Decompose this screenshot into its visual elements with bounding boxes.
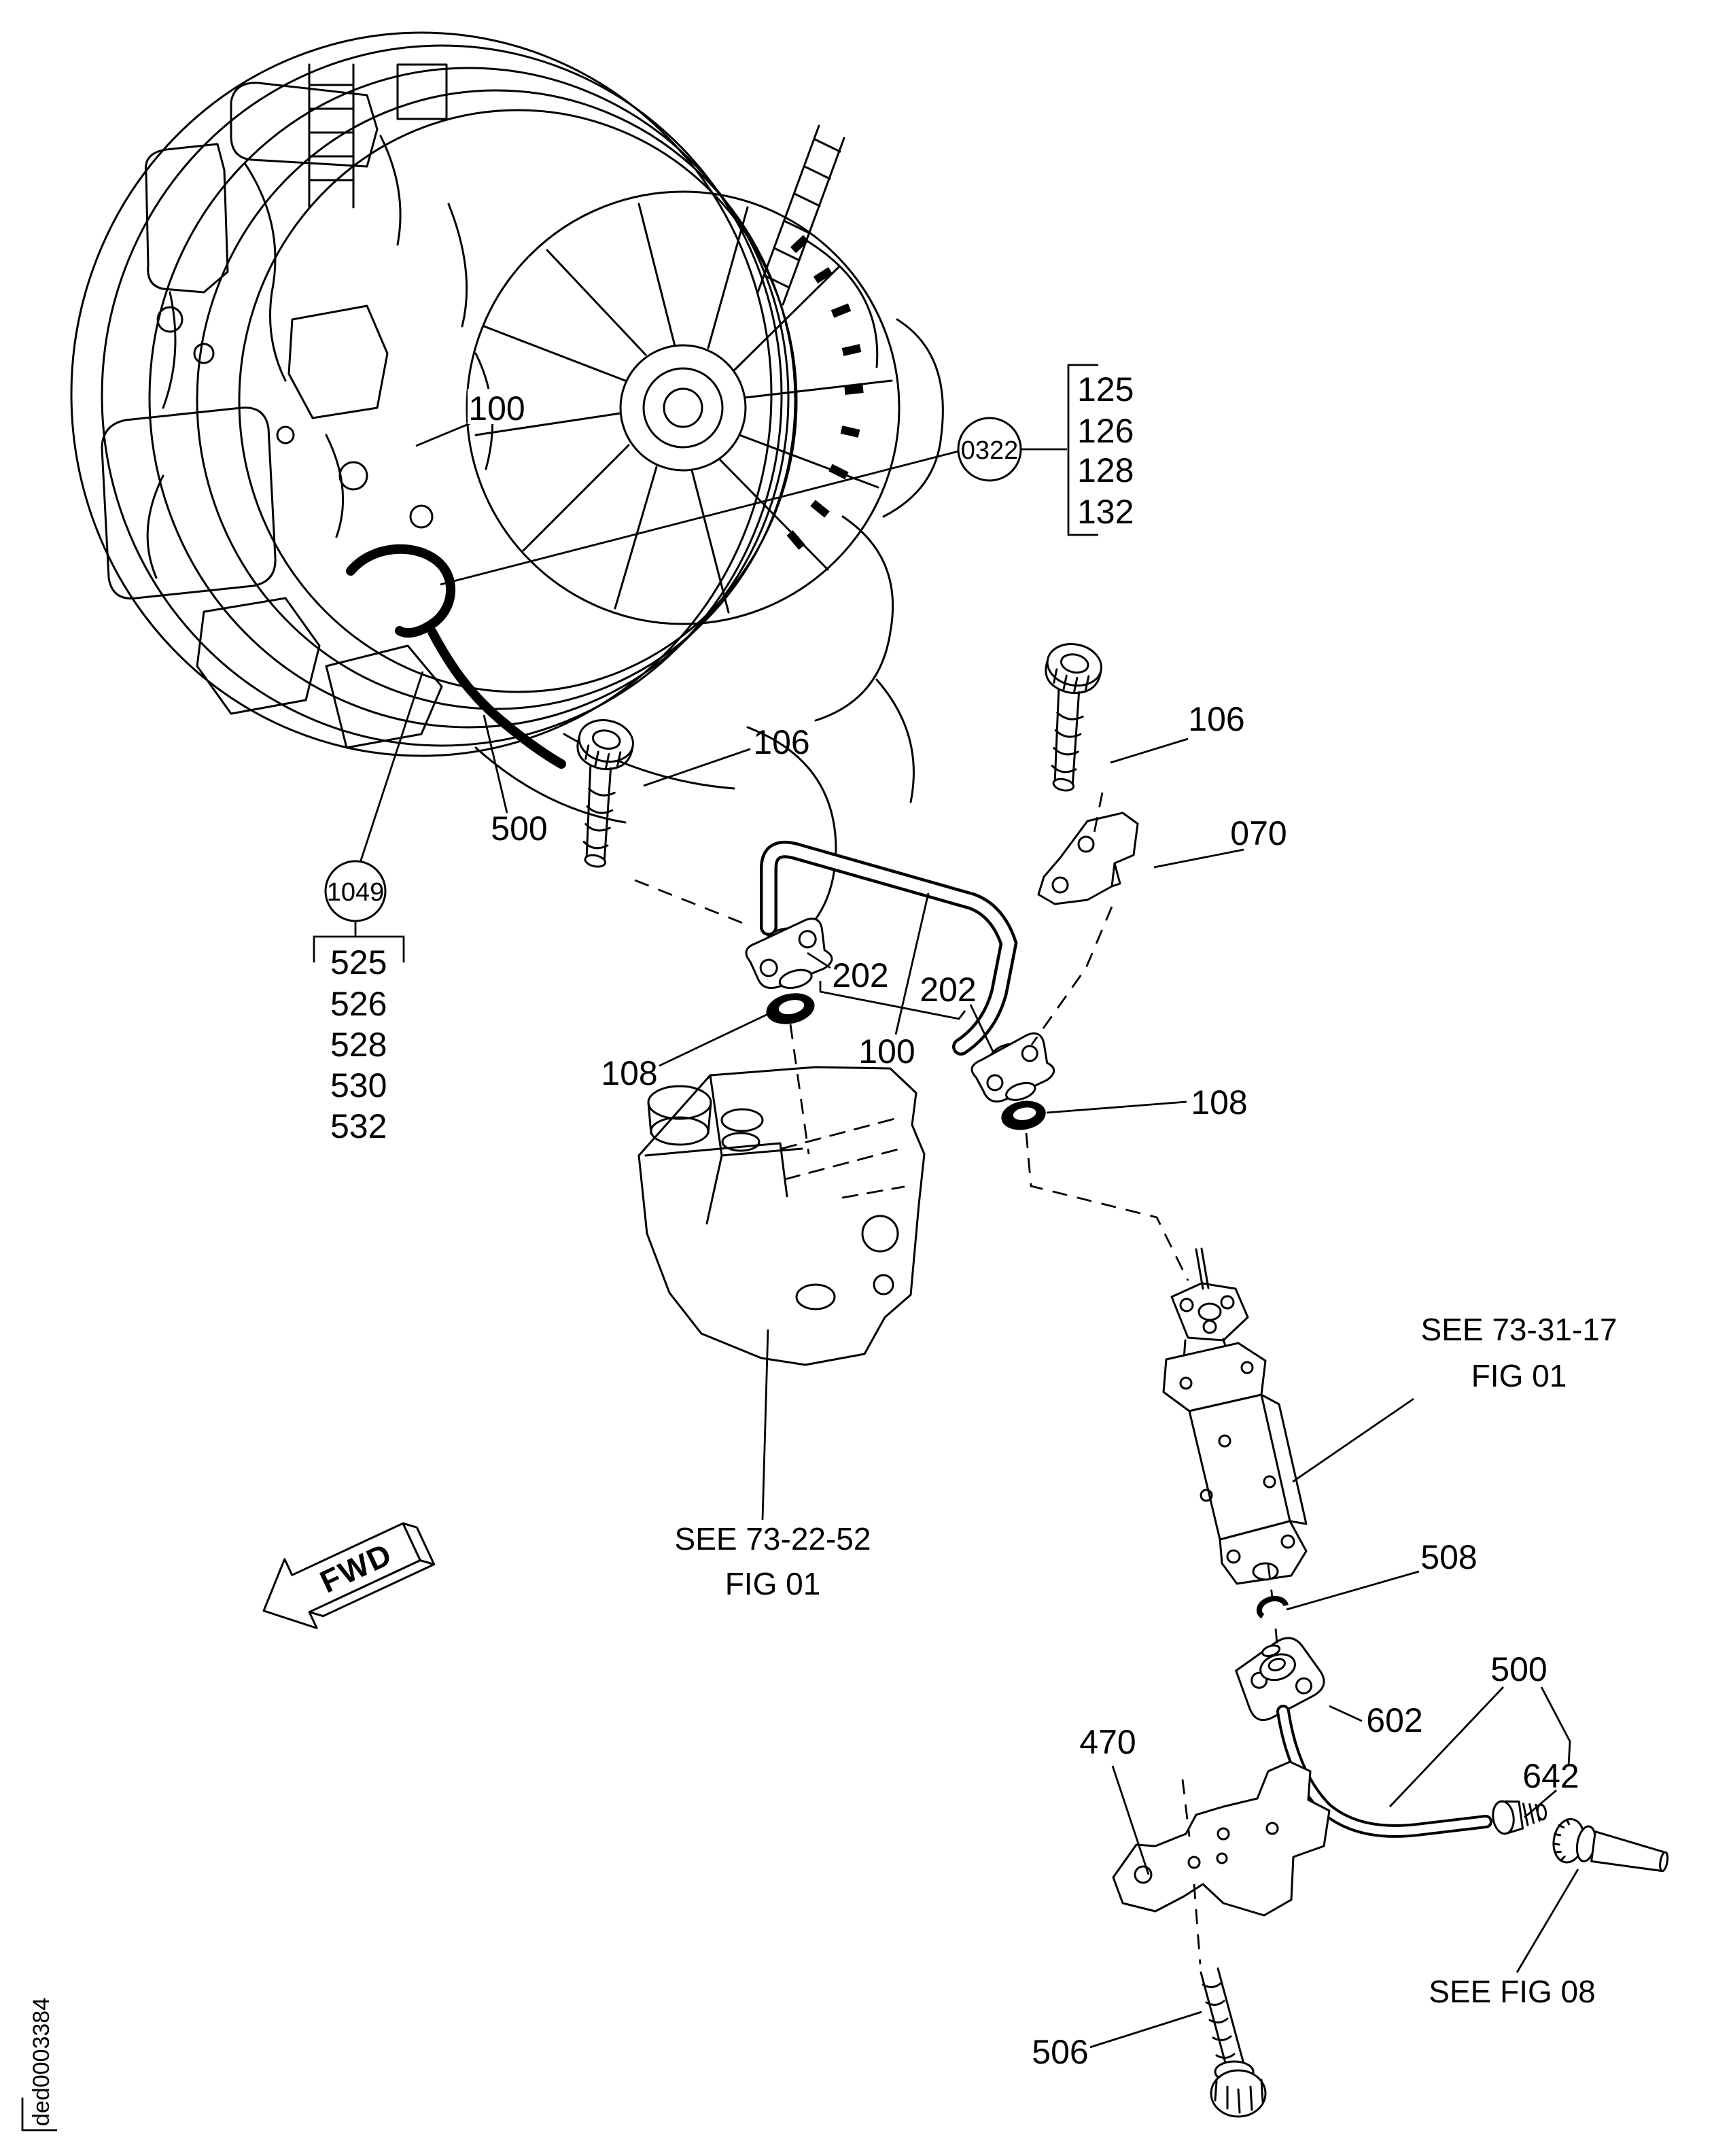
oring-left-108 [766,993,815,1024]
label-halo [468,389,527,424]
highlighted-tube [346,544,566,769]
callout-oring-left-108: 108 [601,1054,657,1092]
item-530: 530 [330,1066,387,1105]
hmu-unit [637,1066,926,1366]
part-callouts: 100 500 106 106 070 202 202 100 108 108 … [468,389,1579,2071]
bracket-470 [1112,1760,1331,1917]
oring-right-108 [1001,1100,1046,1130]
elbow-fitting-602 [1235,1637,1325,1722]
ref-hmu-line1: SEE 73-22-52 [675,1521,871,1557]
group-id-0322: 0322 [961,436,1019,465]
callout-tube-upper-500: 500 [491,810,547,848]
fan-disk [466,190,901,625]
callout-union-left-202: 202 [832,956,888,994]
leader-lines [359,421,1579,2049]
item-532: 532 [330,1107,387,1145]
duct-detail [756,124,845,306]
callout-union-right-202: 202 [920,971,976,1009]
fuel-pump [1162,1247,1308,1585]
accessory-components [101,82,494,749]
callout-bolt-left-106: 106 [753,723,809,761]
ref-pump-line2: FIG 01 [1471,1358,1567,1393]
doc-number-block: ded0003384 [21,1998,57,2132]
nut-642 [1492,1800,1548,1835]
callout-oring-508: 508 [1420,1538,1477,1576]
item-128: 128 [1077,451,1134,489]
ref-fig08: SEE FIG 08 [1429,1974,1595,2009]
callout-bracket-470: 470 [1079,1723,1136,1761]
tube-assembly-100 [745,840,1055,1130]
doc-number: ded0003384 [29,1998,54,2126]
bolt-106-right [1045,643,1102,792]
connector-fig08 [1552,1818,1669,1873]
callout-tube-100: 100 [858,1032,915,1071]
callout-bolt-506: 506 [1032,2033,1088,2071]
callout-bracket-070: 070 [1230,814,1287,852]
callout-tube-lower-500: 500 [1490,1650,1547,1688]
bolt-106-left [576,719,634,868]
bolt-506 [1200,1967,1267,2118]
callout-oring-right-108: 108 [1191,1083,1247,1122]
bracket-070 [1037,812,1139,905]
reference-texts: SEE 73-31-17 FIG 01 SEE 73-22-52 FIG 01 … [675,1312,1618,2009]
group-id-1049: 1049 [327,878,385,907]
fwd-arrow: FWD [262,1522,436,1629]
assembly-dashed-lines [634,792,1278,1965]
ref-hmu-line2: FIG 01 [725,1566,821,1601]
callout-bolt-right-106: 106 [1188,700,1244,738]
ref-pump-line1: SEE 73-31-17 [1421,1312,1618,1347]
circled-group-1049: 1049 525 526 528 530 532 [313,860,405,1145]
item-132: 132 [1077,493,1134,531]
union-fitting-right [971,1032,1055,1103]
callout-nut-642: 642 [1522,1757,1579,1795]
item-525: 525 [330,943,387,981]
oring-508 [1256,1596,1289,1619]
item-528: 528 [330,1026,387,1064]
callout-elbow-602: 602 [1366,1701,1422,1739]
union-fitting-left [745,918,833,990]
item-526: 526 [330,985,387,1023]
item-125: 125 [1077,370,1134,408]
circled-group-0322: 0322 125 126 128 132 [957,364,1134,536]
callout-engine-tube-100: 100 [468,389,525,428]
item-126: 126 [1077,412,1134,450]
